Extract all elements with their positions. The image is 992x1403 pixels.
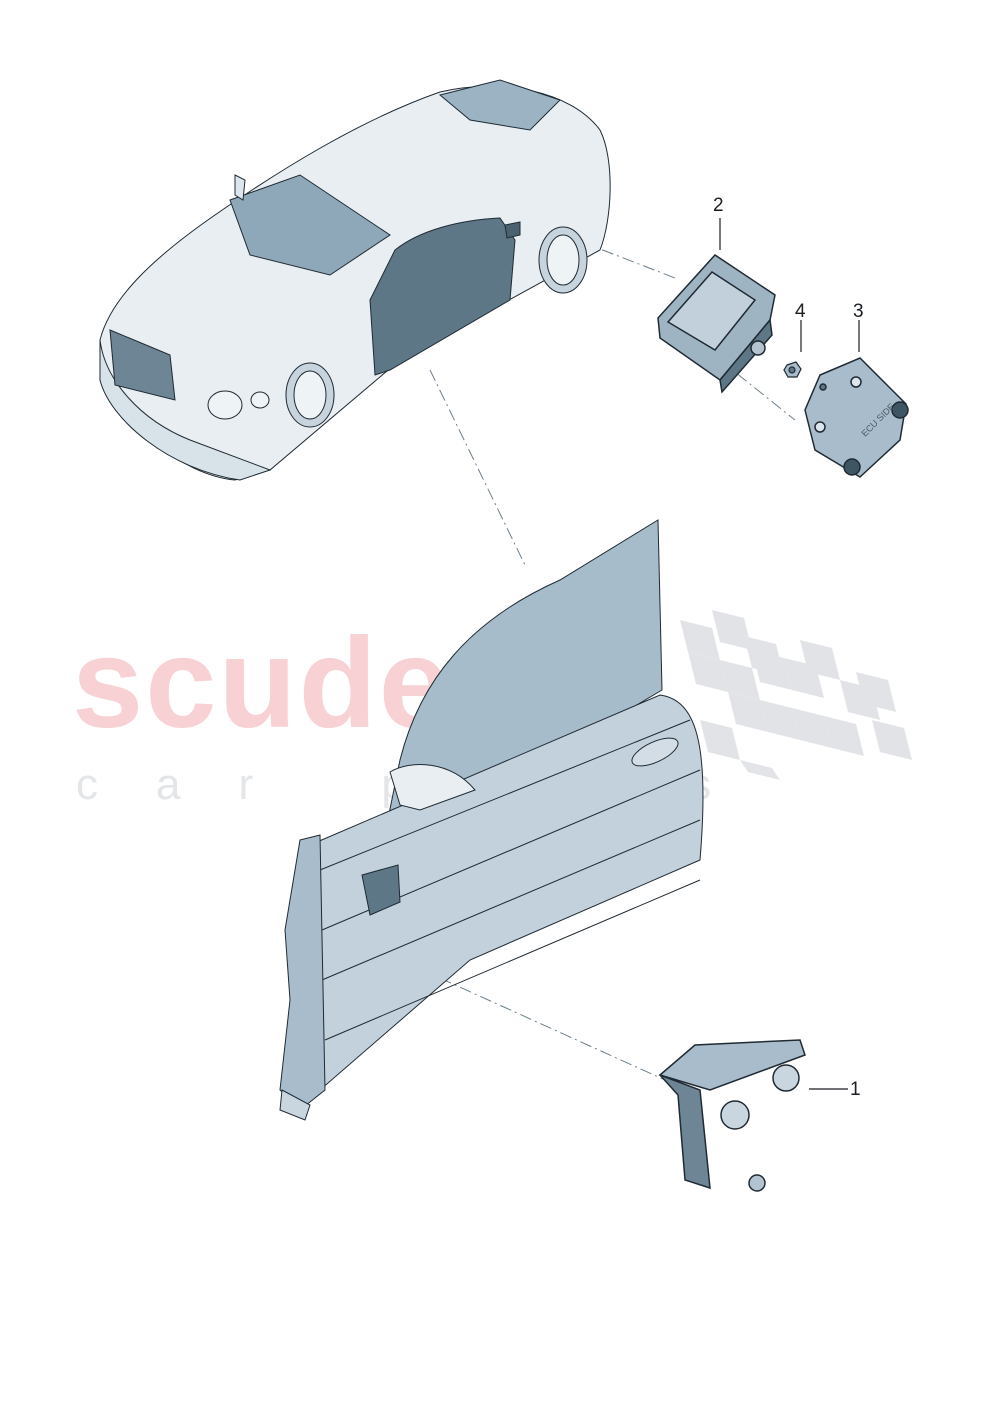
callout-1[interactable]: 1	[850, 1079, 861, 1100]
callout-2[interactable]: 2	[713, 195, 724, 216]
checkered-flag-icon	[680, 610, 912, 780]
callout-3[interactable]: 3	[853, 301, 864, 322]
part-4-nut	[783, 361, 802, 378]
part-3-mounting-plate: ECU SIDE	[804, 357, 909, 478]
door-illustration	[279, 519, 704, 1121]
callout-ticks	[719, 218, 860, 1090]
part-2-control-module	[657, 254, 776, 394]
car-illustration	[99, 79, 611, 481]
part-1-control-unit	[660, 1040, 806, 1192]
callout-4[interactable]: 4	[795, 301, 806, 322]
